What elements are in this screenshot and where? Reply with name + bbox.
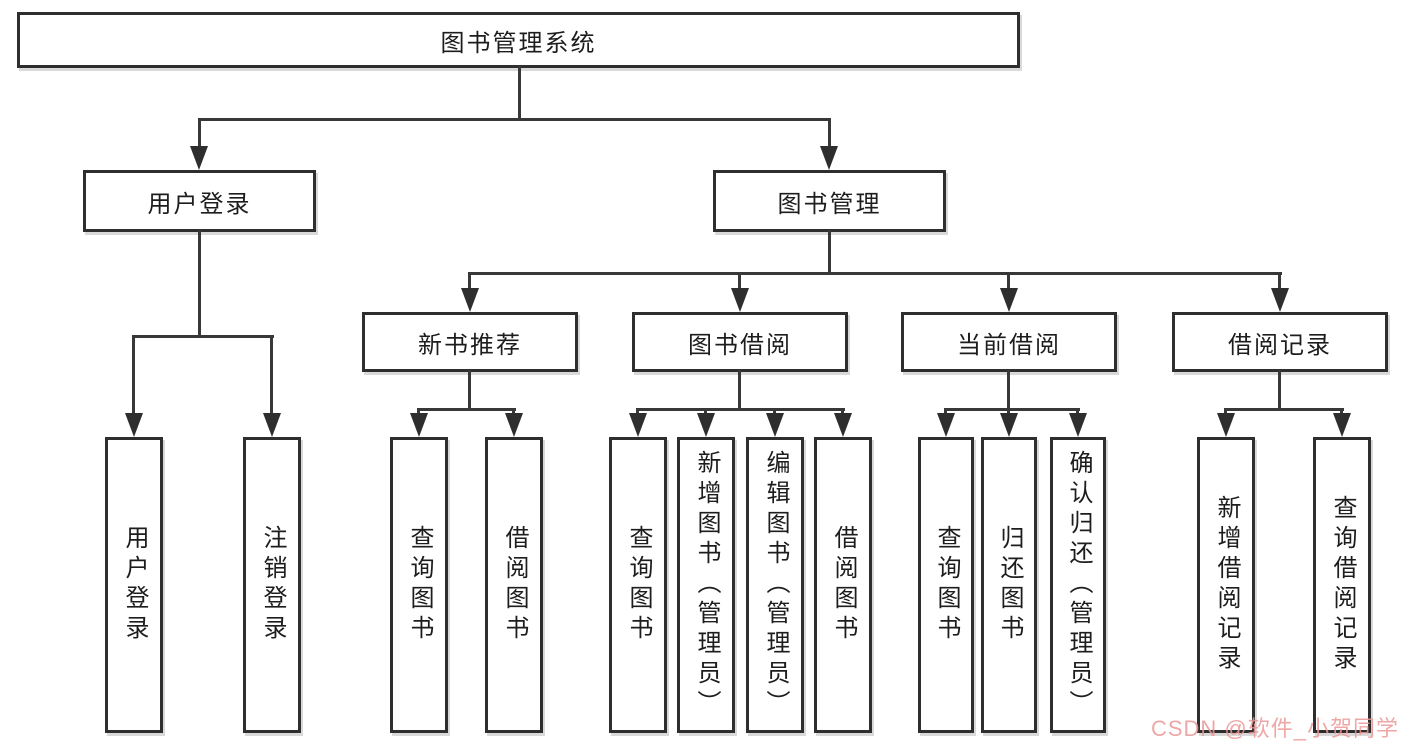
leaf-query-books-recommend: 查询图书 [390, 437, 448, 733]
leaf-borrow-books-recommend: 借阅图书 [485, 437, 543, 733]
edge-line [132, 335, 274, 338]
node-book-borrowing: 图书借阅 [632, 312, 848, 372]
edge-line [828, 118, 831, 158]
node-user-login: 用户登录 [83, 170, 316, 232]
edge-arrowhead [1000, 288, 1018, 312]
edge-line [1007, 272, 1010, 294]
edge-arrowhead [1000, 413, 1018, 437]
edge-line [518, 66, 521, 120]
edge-line [1007, 370, 1010, 411]
edge-line [198, 118, 831, 121]
leaf-confirm-return-admin: 确认归还（管理员） [1050, 437, 1106, 733]
leaf-user-login: 用户登录 [105, 437, 163, 733]
edge-arrowhead [410, 413, 428, 437]
edge-line [828, 230, 831, 275]
leaf-borrow-books: 借阅图书 [814, 437, 872, 733]
edge-line [738, 272, 741, 294]
edge-line [468, 272, 471, 294]
edge-arrowhead [820, 146, 838, 170]
node-borrowing-records: 借阅记录 [1172, 312, 1388, 372]
edge-line [1278, 370, 1281, 411]
edge-arrowhead [505, 413, 523, 437]
edge-arrowhead [1333, 413, 1351, 437]
leaf-query-borrow-record: 查询借阅记录 [1313, 437, 1371, 733]
leaf-edit-book-admin: 编辑图书（管理员） [746, 437, 804, 733]
node-current-borrowing: 当前借阅 [901, 312, 1117, 372]
edge-arrowhead [937, 413, 955, 437]
edge-arrowhead [834, 413, 852, 437]
edge-line [198, 230, 201, 338]
edge-arrowhead [190, 146, 208, 170]
edge-arrowhead [731, 288, 749, 312]
edge-line [944, 408, 1080, 411]
edge-arrowhead [1271, 288, 1289, 312]
leaf-add-book-admin: 新增图书（管理员） [677, 437, 735, 733]
edge-line [132, 335, 135, 419]
leaf-query-books-current: 查询图书 [918, 437, 974, 733]
edge-line [738, 370, 741, 411]
edge-line [468, 272, 1282, 275]
leaf-add-borrow-record: 新增借阅记录 [1197, 437, 1255, 733]
edge-arrowhead [766, 413, 784, 437]
edge-line [1278, 272, 1281, 294]
edge-arrowhead [461, 288, 479, 312]
edge-line [636, 408, 845, 411]
edge-line [198, 118, 201, 158]
edge-line [468, 370, 471, 411]
edge-arrowhead [697, 413, 715, 437]
edge-line [1224, 408, 1344, 411]
leaf-logout: 注销登录 [243, 437, 301, 733]
leaf-return-books: 归还图书 [981, 437, 1037, 733]
edge-line [417, 408, 516, 411]
node-book-management: 图书管理 [713, 170, 946, 232]
edge-arrowhead [1069, 413, 1087, 437]
edge-arrowhead [629, 413, 647, 437]
leaf-query-books-borrow: 查询图书 [609, 437, 667, 733]
edge-arrowhead [1217, 413, 1235, 437]
edge-arrowhead [263, 413, 281, 437]
edge-arrowhead [125, 413, 143, 437]
node-root: 图书管理系统 [17, 12, 1020, 68]
node-new-book-recommendation: 新书推荐 [362, 312, 578, 372]
edge-line [270, 335, 273, 419]
